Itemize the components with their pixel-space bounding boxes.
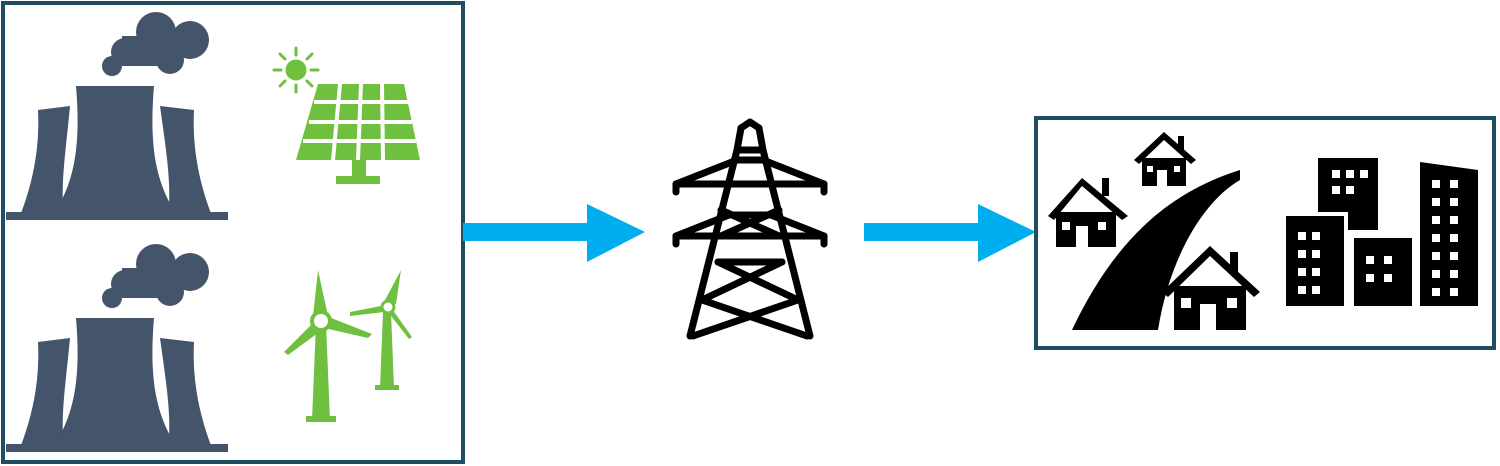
wind-turbine-icon [284, 270, 412, 422]
city-buildings-icon [1286, 158, 1478, 306]
solar-panel-icon [296, 83, 420, 184]
arrow-to-transmission [463, 204, 645, 262]
generation-frame [1, 1, 465, 464]
houses-icon [1048, 132, 1260, 330]
arrow-to-consumers [864, 204, 1036, 262]
transmission-tower-icon [672, 118, 828, 340]
road-icon [1072, 170, 1240, 330]
sun-icon [272, 46, 320, 94]
